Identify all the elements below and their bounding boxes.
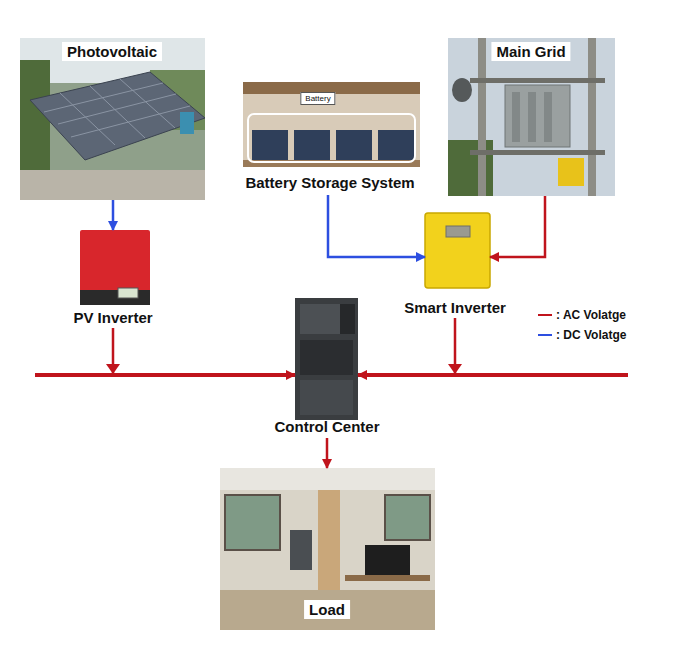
node-label: Photovoltaic: [62, 42, 162, 61]
flow-arrow: [326, 438, 329, 468]
grid-photo: [448, 38, 615, 196]
flow-arrow: [358, 318, 455, 375]
flow-arrow: [112, 200, 115, 230]
photo-node: Photovoltaic: [20, 38, 205, 200]
load-room-photo: [220, 468, 435, 630]
node-label: Smart Inverter: [404, 299, 506, 316]
legend-text: : DC Volatge: [556, 328, 626, 342]
flow-arrow: [113, 328, 295, 375]
control-center-cabinet: [295, 298, 358, 420]
device-node: PV Inverter: [80, 230, 150, 328]
legend-swatch: [538, 334, 552, 336]
legend-row: : DC Volatge: [538, 325, 626, 345]
device-node: Control Center: [295, 298, 358, 438]
pv-inverter-device: [80, 230, 150, 305]
node-label: Control Center: [275, 418, 380, 435]
legend: : AC Volatge : DC Volatge: [538, 305, 626, 345]
node-label: PV Inverter: [73, 309, 152, 326]
flow-arrow: [490, 196, 545, 257]
flow-arrow: [328, 195, 425, 257]
pv-photo: [20, 38, 205, 200]
smart-inverter-device: [425, 213, 490, 288]
photo-node: Main Grid: [448, 38, 615, 196]
photo-tag: Battery: [300, 92, 335, 105]
legend-swatch: [538, 314, 552, 316]
legend-row: : AC Volatge: [538, 305, 626, 325]
photo-node: BatteryBattery Storage System: [228, 82, 432, 195]
node-label: Main Grid: [491, 42, 570, 61]
battery-photo: [243, 82, 420, 167]
device-node: Smart Inverter: [425, 213, 490, 318]
legend-text: : AC Volatge: [556, 308, 626, 322]
node-label: Battery Storage System: [245, 174, 414, 191]
node-label: Load: [304, 600, 350, 619]
photo-node: Load: [220, 468, 435, 630]
